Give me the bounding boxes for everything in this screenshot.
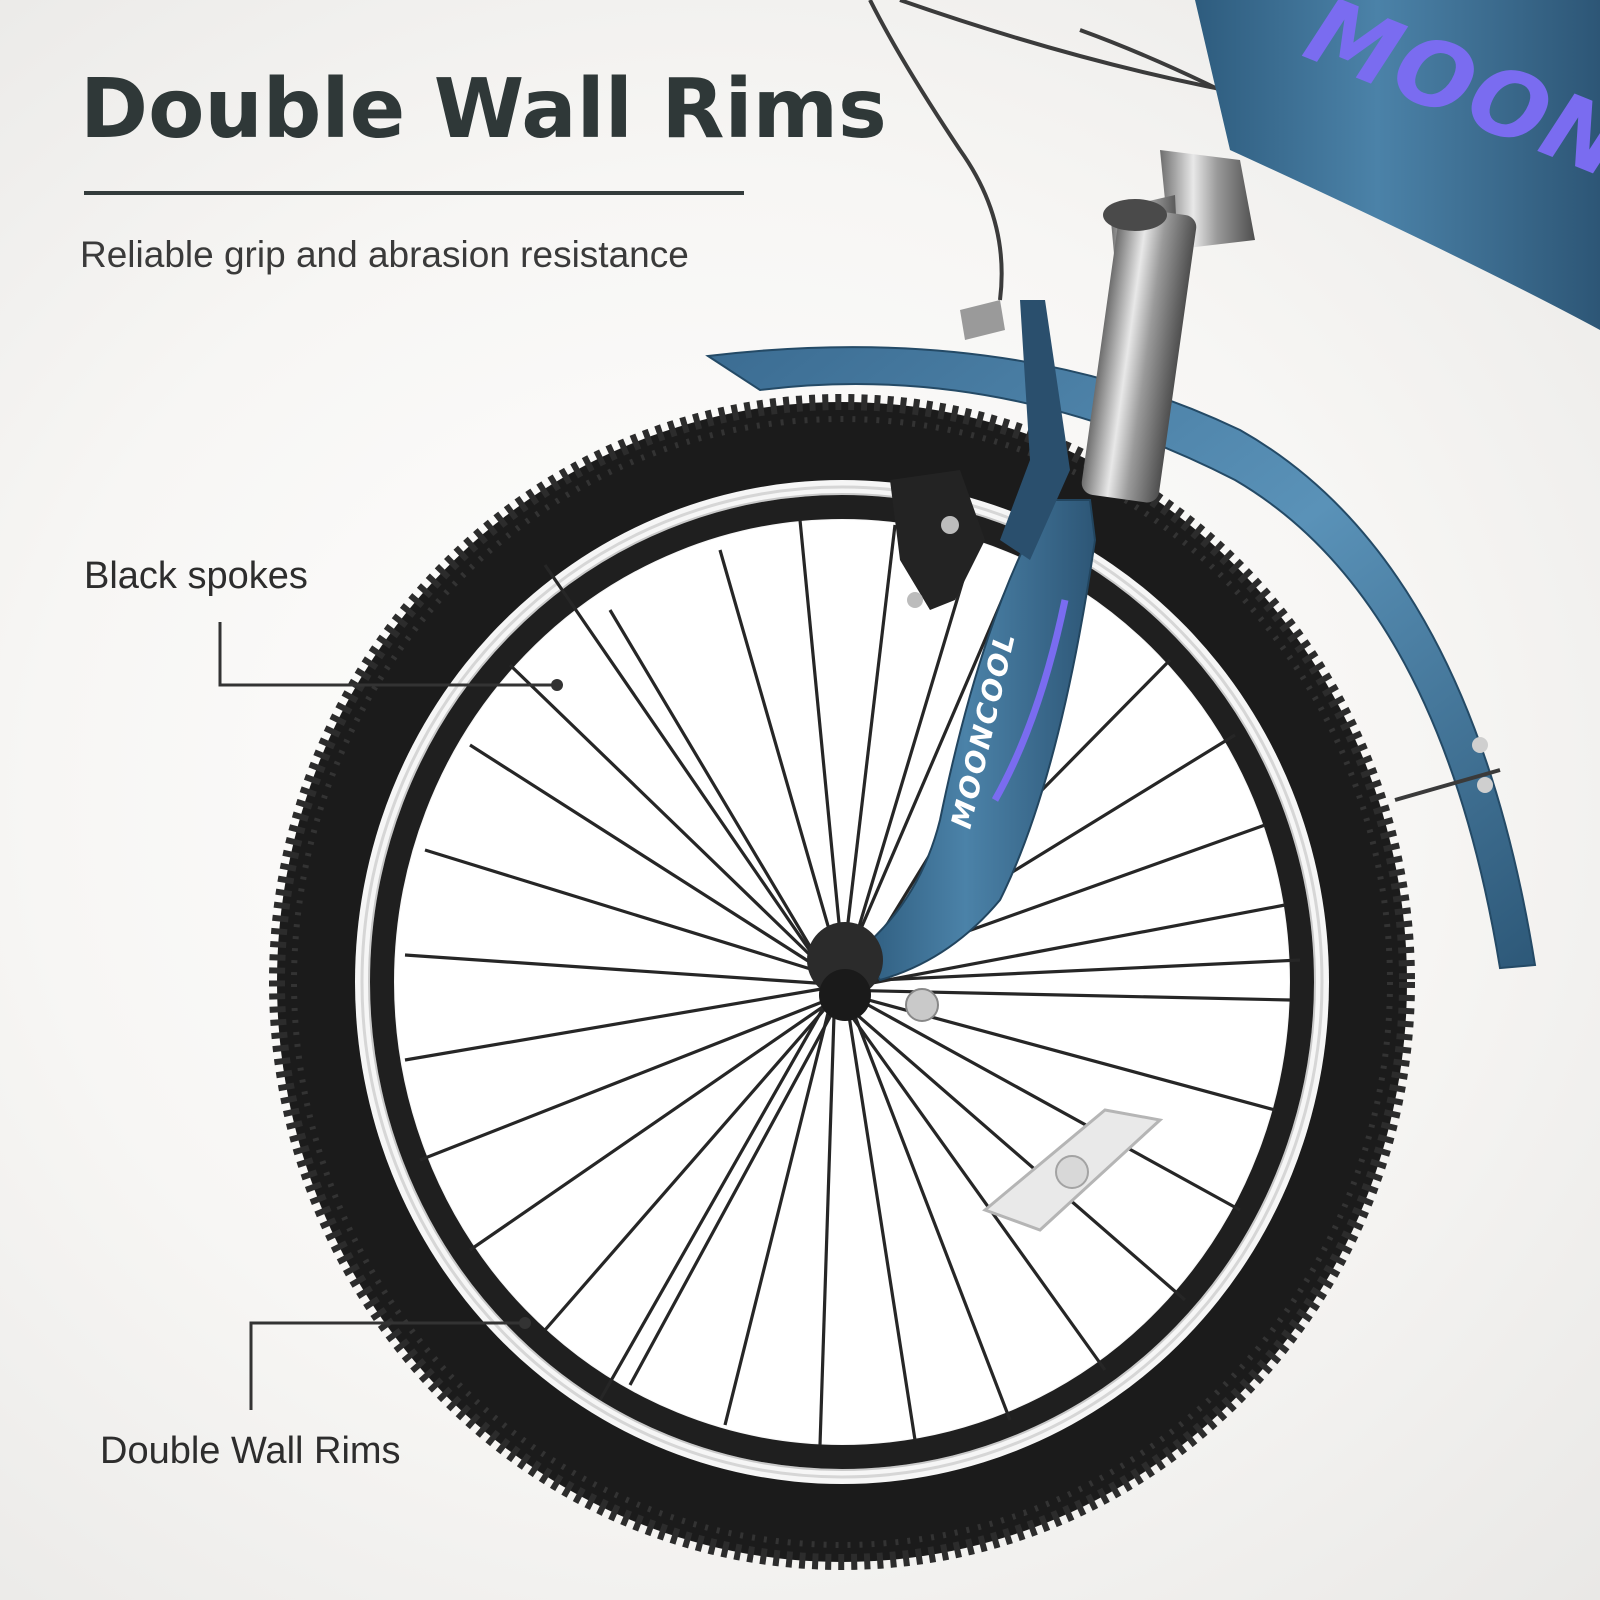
stem xyxy=(1081,150,1255,503)
callout-rims-line xyxy=(249,1321,525,1410)
brake-caliper xyxy=(890,300,1070,610)
page-title: Double Wall Rims xyxy=(80,62,887,157)
frame: MOONCO xyxy=(1195,0,1600,330)
page-subtitle: Reliable grip and abrasion resistance xyxy=(80,234,689,275)
callout-spokes-label: Black spokes xyxy=(84,555,308,597)
callout-spokes-dot xyxy=(551,679,563,691)
callout-rims-dot xyxy=(519,1317,531,1329)
callout-spokes-line xyxy=(218,622,557,687)
wheel-hub xyxy=(807,922,939,1022)
spoke-reflector xyxy=(982,1108,1164,1232)
callout-rims-label: Double Wall Rims xyxy=(100,1430,401,1472)
title-underline xyxy=(84,191,744,195)
